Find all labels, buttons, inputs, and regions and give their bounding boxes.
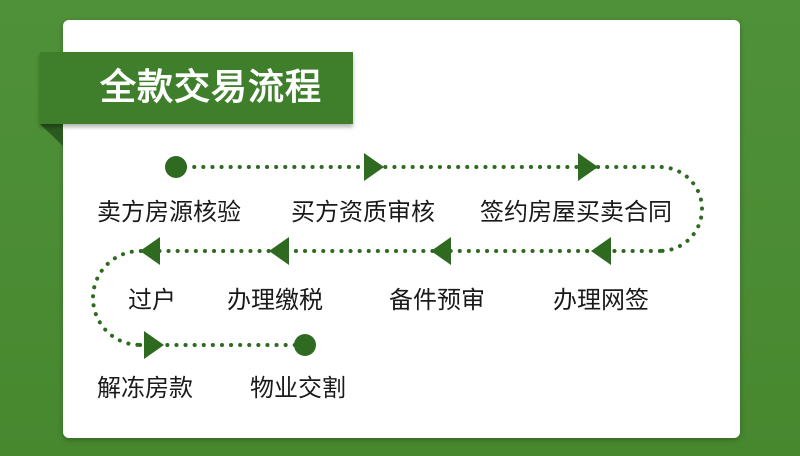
step-sign-sales-contract: 签约房屋买卖合同	[480, 198, 672, 226]
ribbon-fold	[40, 124, 63, 146]
step-seller-listing-verification: 卖方房源核验	[97, 198, 241, 226]
step-property-handover: 物业交割	[250, 374, 346, 402]
step-online-signing: 办理网签	[553, 286, 649, 314]
arrow-left-1	[591, 237, 611, 265]
step-title-transfer: 过户	[128, 286, 176, 314]
arrow-right-1	[364, 153, 384, 181]
page-title: 全款交易流程	[100, 67, 323, 108]
step-buyer-qualification-review: 买方资质审核	[291, 198, 435, 226]
arrow-right-2	[578, 153, 598, 181]
arrow-left-3	[269, 237, 289, 265]
arrow-left-4	[140, 237, 160, 265]
step-document-prereview: 备件预审	[389, 286, 485, 314]
flow-line-left-curve	[91, 249, 152, 347]
end-node	[294, 334, 316, 356]
arrow-left-2	[431, 237, 451, 265]
start-node	[165, 156, 187, 178]
flow-line-right-curve	[596, 165, 704, 253]
title-ribbon: 全款交易流程	[40, 52, 353, 124]
step-release-funds: 解冻房款	[97, 374, 193, 402]
arrow-right-3	[144, 331, 164, 359]
step-tax-payment: 办理缴税	[227, 286, 323, 314]
